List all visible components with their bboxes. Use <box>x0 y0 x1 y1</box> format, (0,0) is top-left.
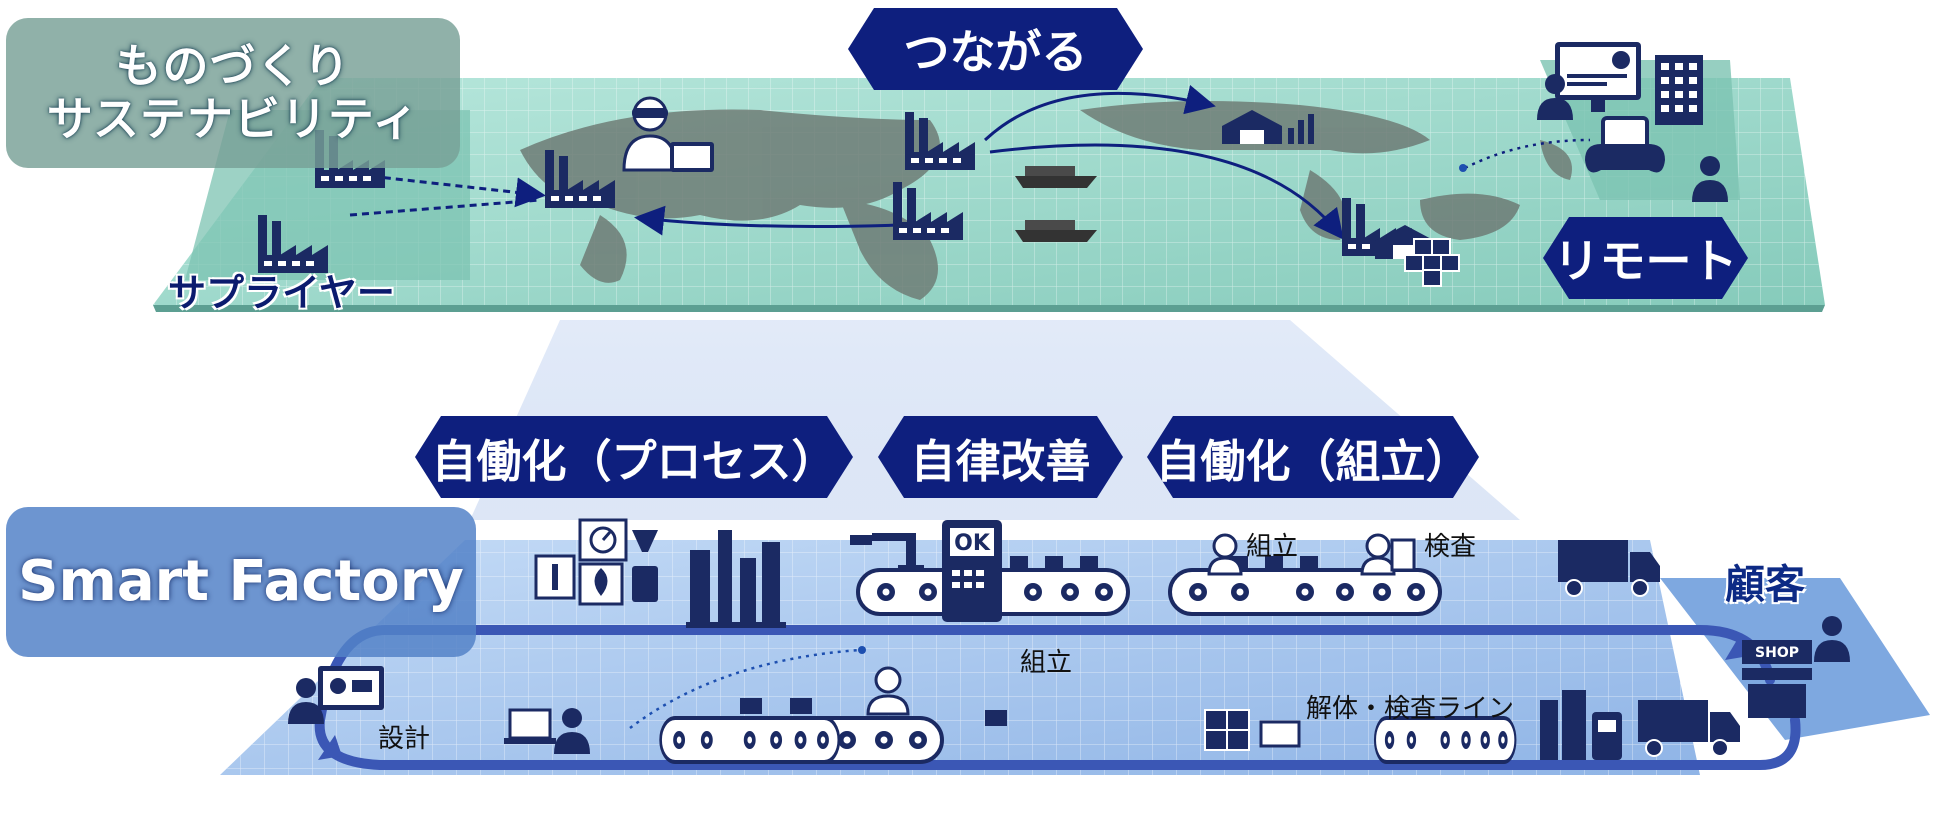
global-platform <box>153 42 1825 312</box>
supplier-label: サプライヤー <box>168 271 395 315</box>
disassembly-line-label: 解体・検査ライン <box>1306 694 1515 724</box>
cart-icon <box>1204 709 1301 751</box>
plant-icon <box>686 530 786 628</box>
smart-factory-box: Smart Factory <box>6 507 476 657</box>
product-boxes <box>740 556 1318 726</box>
conveyor-icon <box>1170 570 1440 614</box>
building-icon <box>1655 55 1703 125</box>
global-flow-arrows <box>349 84 1591 240</box>
conveyor-icon <box>661 718 839 762</box>
boxes-icon <box>1404 238 1460 287</box>
design-label: 設計 <box>378 724 431 754</box>
inspection-worker-icon <box>1360 533 1416 576</box>
shop-sign: SHOP <box>1755 645 1799 661</box>
warehouse-icon <box>1222 110 1314 144</box>
worker-vr-icon <box>622 96 714 172</box>
inspection-label: 検査 <box>1424 532 1477 562</box>
remote-label: リモート <box>1543 217 1748 299</box>
tsunagaru-label: つながる <box>848 8 1143 90</box>
ok-badge: OK <box>954 531 991 556</box>
operator-headset-icon <box>504 708 556 744</box>
gamepad-icon <box>1585 116 1665 173</box>
assembly-worker-icon <box>1207 533 1243 576</box>
ok-machine-icon: OK <box>942 520 1002 622</box>
design-pc-icon <box>318 666 384 710</box>
assembly-label: 組立 <box>1246 532 1299 562</box>
shop-icon: SHOP <box>1742 640 1812 718</box>
autonomous-improvement-label: 自律改善 <box>878 416 1123 498</box>
inspection-machine-icon <box>1540 690 1622 760</box>
gauge-icon <box>534 518 658 606</box>
dashboard-icon <box>1555 42 1641 112</box>
auto-assembly-label: 自働化（組立） <box>1147 416 1479 498</box>
customer-label: 顧客 <box>1725 562 1805 608</box>
factory-platform: OK <box>220 518 1930 775</box>
assembly-label-lower: 組立 <box>1020 648 1073 678</box>
technician-icon <box>866 666 910 716</box>
monozukuri-sustainability-box: ものづくり サステナビリティ <box>6 18 460 168</box>
auto-process-label: 自働化（プロセス） <box>415 416 853 498</box>
